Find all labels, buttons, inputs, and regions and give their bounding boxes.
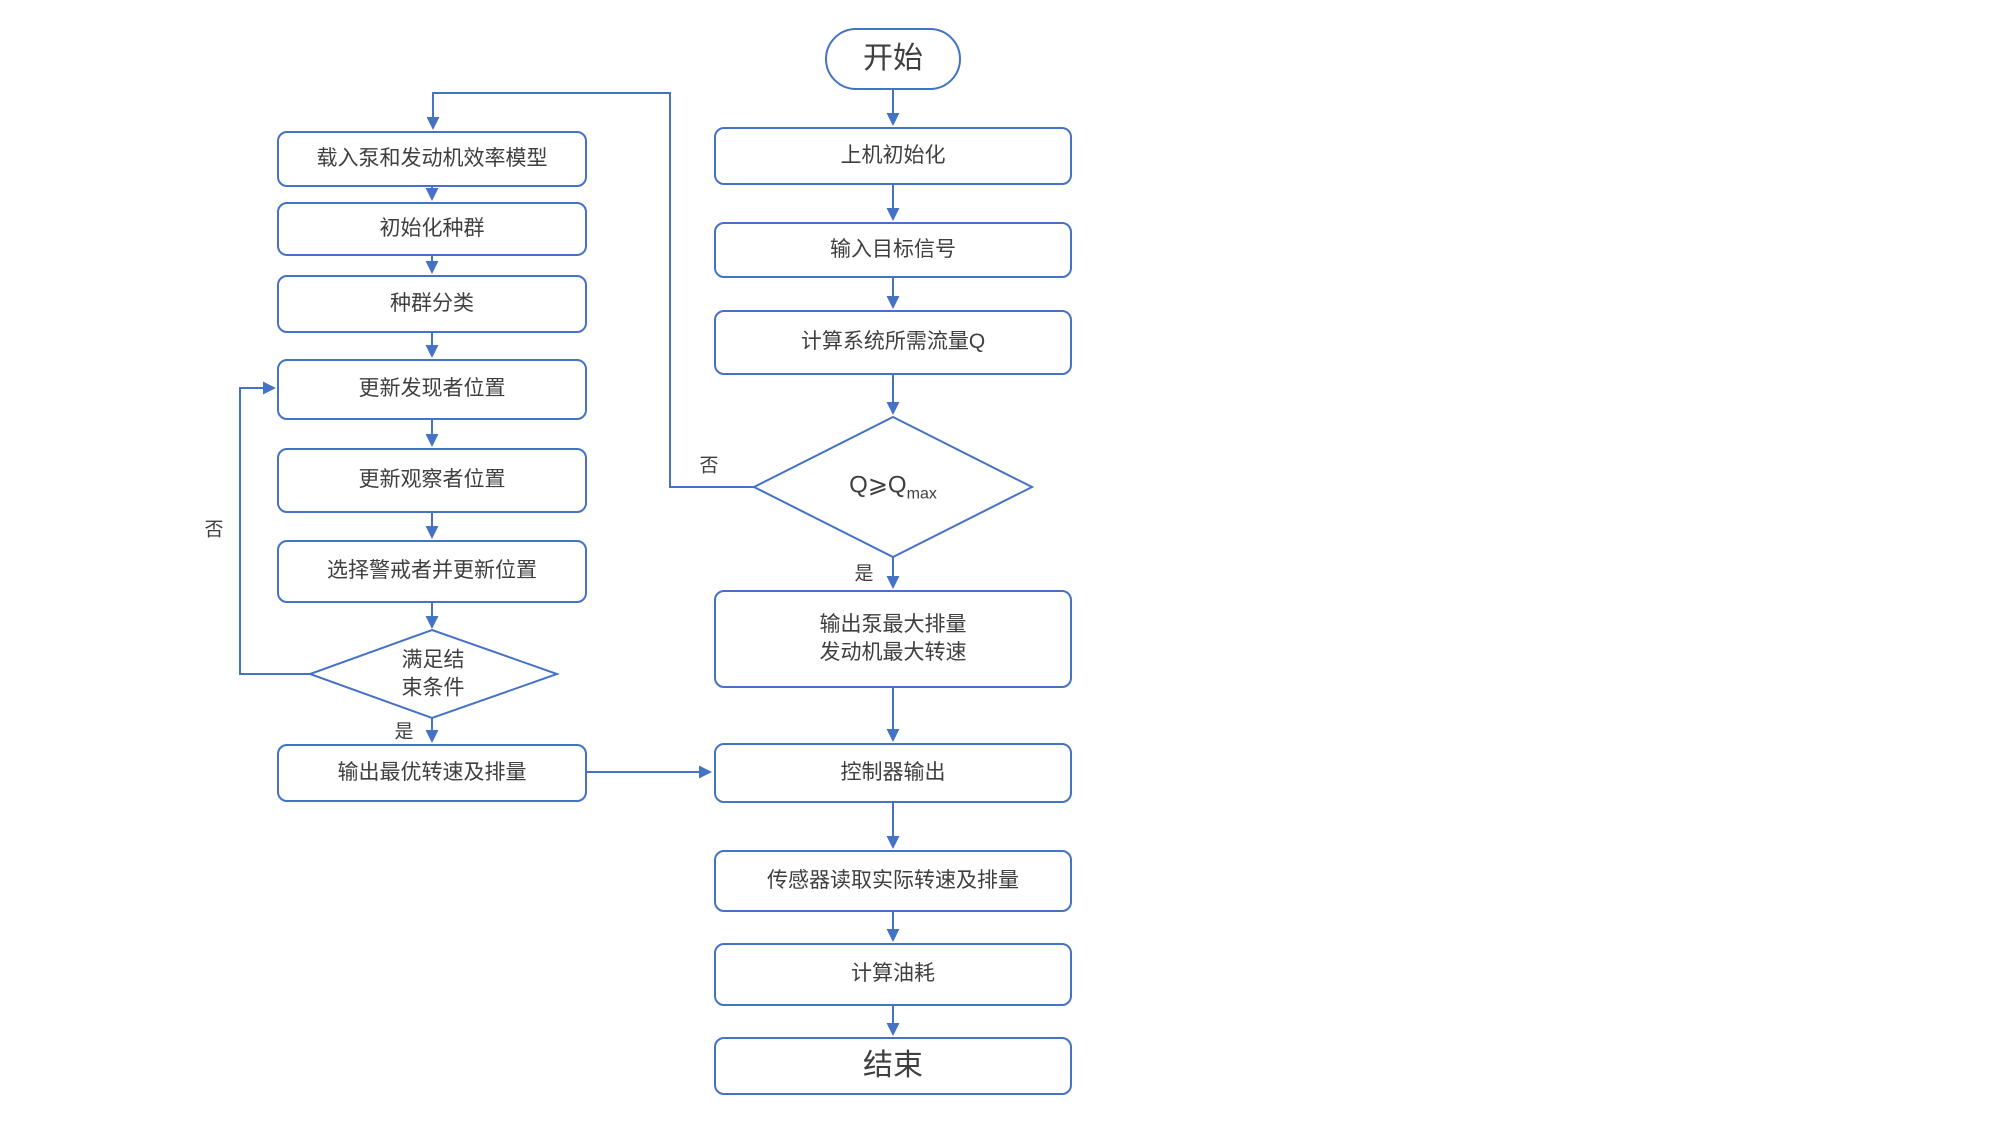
node-select-vigilant: 选择警戒者并更新位置 <box>277 540 587 603</box>
compute-flow-label: 计算系统所需流量Q <box>800 330 986 354</box>
classify-population-label: 种群分类 <box>390 291 474 315</box>
node-update-observer: 更新观察者位置 <box>277 448 587 513</box>
q-yes-label: 是 <box>854 563 874 585</box>
condition-no-label: 否 <box>204 519 224 541</box>
q-compare-base: Q⩾Q <box>849 471 907 499</box>
start-label: 开始 <box>863 41 923 75</box>
max-output-line1: 输出泵最大排量 <box>819 612 967 636</box>
update-discoverer-label: 更新发现者位置 <box>358 377 506 401</box>
arrow-q-no-loop <box>426 92 754 488</box>
node-update-discoverer: 更新发现者位置 <box>277 359 587 420</box>
node-end: 结束 <box>714 1037 1072 1095</box>
input-signal-label: 输入目标信号 <box>830 237 956 261</box>
node-controller-output: 控制器输出 <box>714 743 1072 803</box>
max-output-line2: 发动机最大转速 <box>819 641 967 664</box>
end-condition-label: 满足结 束条件 <box>402 646 465 701</box>
node-compute-fuel: 计算油耗 <box>714 943 1072 1006</box>
node-sensor-read: 传感器读取实际转速及排量 <box>714 850 1072 912</box>
node-load-model: 载入泵和发动机效率模型 <box>277 131 587 187</box>
node-init-population: 初始化种群 <box>277 202 587 256</box>
machine-init-label: 上机初始化 <box>840 143 946 167</box>
end-condition-diamond <box>307 628 561 720</box>
q-compare-sub: max <box>906 485 937 503</box>
node-classify-population: 种群分类 <box>277 275 587 333</box>
end-label: 结束 <box>863 1048 923 1082</box>
load-model-label: 载入泵和发动机效率模型 <box>316 146 548 170</box>
q-no-label: 否 <box>699 455 719 477</box>
q-compare-label: Q⩾Qmax <box>849 471 937 504</box>
end-condition-line1: 满足结 <box>401 648 465 672</box>
node-output-optimal: 输出最优转速及排量 <box>277 744 587 802</box>
controller-output-label: 控制器输出 <box>840 760 946 784</box>
condition-yes-label: 是 <box>394 721 414 743</box>
node-start: 开始 <box>825 28 961 90</box>
end-condition-line2: 束条件 <box>401 676 465 699</box>
output-optimal-label: 输出最优转速及排量 <box>337 760 527 784</box>
compute-fuel-label: 计算油耗 <box>851 962 935 986</box>
sensor-read-label: 传感器读取实际转速及排量 <box>767 868 1019 892</box>
node-input-signal: 输入目标信号 <box>714 222 1072 278</box>
select-vigilant-label: 选择警戒者并更新位置 <box>327 559 537 583</box>
update-observer-label: 更新观察者位置 <box>358 468 506 492</box>
node-machine-init: 上机初始化 <box>714 127 1072 185</box>
node-compute-flow: 计算系统所需流量Q <box>714 310 1072 375</box>
q-compare-diamond <box>751 415 1035 559</box>
node-max-output: 输出泵最大排量 发动机最大转速 <box>714 590 1072 688</box>
init-population-label: 初始化种群 <box>379 216 485 240</box>
arrow-condition-no-loop <box>239 381 310 675</box>
